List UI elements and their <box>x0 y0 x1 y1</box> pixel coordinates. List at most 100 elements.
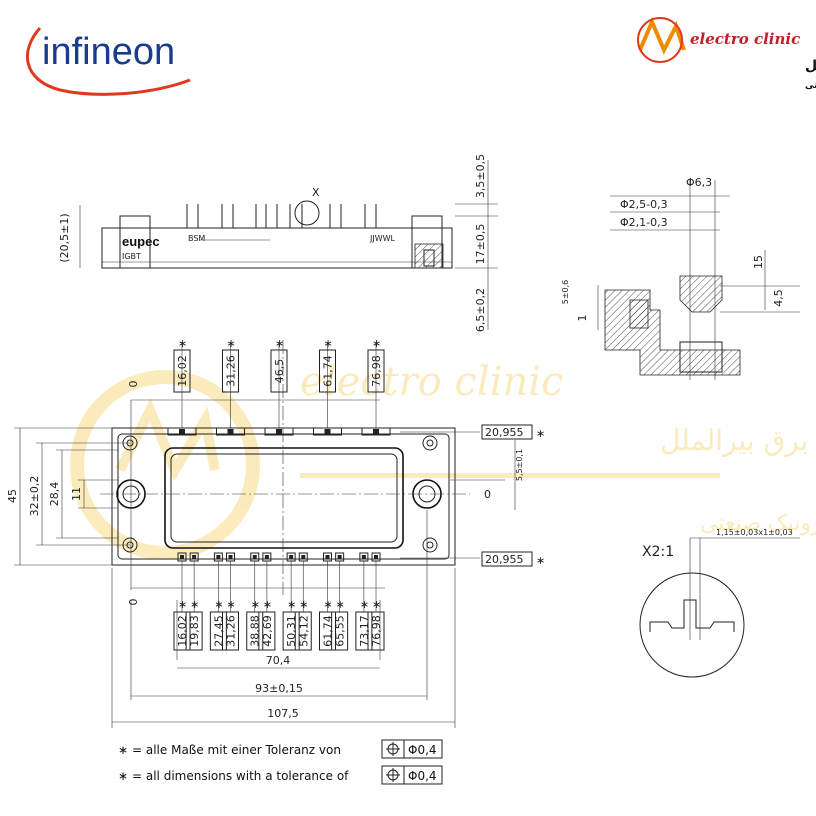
bottom-pin-label: 76,98 <box>370 615 383 647</box>
bottom-pin-label: 65,55 <box>334 615 347 647</box>
bottom-pin-dim: ∗ 65,55 <box>331 552 349 651</box>
infineon-logo: infineon <box>25 26 191 96</box>
detail-x-view: X2:1 1,15±0,03x1±0,03 <box>639 528 800 678</box>
terminal-detail: Φ6,3 Φ2,5-0,3 Φ2,1-0,3 15 4,5 5±0,6 1 <box>561 176 800 380</box>
detail-x-label: X2:1 <box>642 544 674 560</box>
bottom-pin-dim: ∗31,26 <box>221 552 239 651</box>
bottom-pin-label: 38,88 <box>249 615 262 647</box>
top-terminals: ∗ 16,02 ∗ 31,26 ∗ 46,5 ∗ 61,74 ∗ 76,98 <box>167 337 391 436</box>
bottom-pin-star: ∗ <box>336 598 345 611</box>
bottom-terminals: ∗16,02∗19,83∗27,45∗31,26∗38,88∗42,69∗50,… <box>173 552 385 651</box>
note-star-0: ∗ <box>118 743 128 757</box>
module-brand: eupec <box>122 234 160 249</box>
side-view: X eupec IGBT BSM JJWWL (20,5±1) 3,5±0,5 … <box>58 154 498 332</box>
inner-window <box>164 447 404 549</box>
watermark-text: electro clinic <box>300 359 563 405</box>
bottom-pin-label: 50,31 <box>285 615 298 647</box>
right-dim-center: 5,5±0,1 <box>515 449 524 481</box>
top-view: ∗16,02∗31,26∗46,5∗61,74∗76,98 ∗16,02∗19,… <box>6 337 545 728</box>
side-dim-height: (20,5±1) <box>58 213 71 262</box>
side-dim-body: 17±0,5 <box>474 224 487 265</box>
detail-d3: Φ2,1-0,3 <box>620 216 668 229</box>
watermark-tagline: کلینیک برق بیرالملل <box>660 424 816 457</box>
side-pins <box>186 204 377 228</box>
top-pin-star: ∗ <box>226 337 235 350</box>
top-pin-label: 61,74 <box>322 355 335 387</box>
detail-v2: 4,5 <box>772 289 785 307</box>
bottom-pin-dim: ∗ 42,69 <box>258 552 276 651</box>
top-pin-star: ∗ <box>275 337 284 350</box>
svg-text:∗: ∗ <box>536 427 545 440</box>
view-marker-x: X <box>312 186 320 199</box>
bottom-pin-star: ∗ <box>299 598 308 611</box>
top-pin-label: 16,02 <box>176 355 189 387</box>
bottom-pin-star: ∗ <box>324 598 333 611</box>
bottom-pin-label: 42,69 <box>261 615 274 647</box>
bottom-pin-star: ∗ <box>287 598 296 611</box>
right-dim-zero: 0 <box>484 488 491 501</box>
top-pin-star: ∗ <box>372 337 381 350</box>
note-tol-1: Φ0,4 <box>408 769 437 783</box>
svg-text:∗: ∗ <box>536 554 545 567</box>
note-text-1: = all dimensions with a tolerance of <box>132 769 349 783</box>
bottom-pin-star: ∗ <box>263 598 272 611</box>
note-tol-0: Φ0,4 <box>408 743 437 757</box>
top-pin-star: ∗ <box>324 337 333 350</box>
bottom-pin-star: ∗ <box>372 598 381 611</box>
side-dim-pin-top: 3,5±0,5 <box>474 154 487 198</box>
left-dim-inner: 28,4 <box>48 482 61 507</box>
infineon-swoosh-icon <box>25 26 191 96</box>
watermark-circle-icon <box>70 370 260 560</box>
top-pin-label: 76,98 <box>370 355 383 387</box>
top-pin-label: 46,5 <box>273 359 286 384</box>
bottom-pin-label: 19,83 <box>188 615 201 647</box>
bottom-pin-dim: ∗ 19,83 <box>185 552 203 651</box>
top-pin-star: ∗ <box>178 337 187 350</box>
bottom-pin-star: ∗ <box>214 598 223 611</box>
top-pin-dim: ∗ 46,5 <box>264 337 294 436</box>
bottom-dim-a: 70,4 <box>266 654 291 667</box>
bottom-pin-star: ∗ <box>226 598 235 611</box>
module-part-prefix: BSM <box>188 234 205 243</box>
bottom-pin-label: 73,17 <box>358 615 371 647</box>
module-type: IGBT <box>122 252 141 261</box>
left-dim-mid: 32±0,2 <box>28 476 41 517</box>
bottom-pin-label: 61,74 <box>322 615 335 647</box>
bottom-dim-c: 107,5 <box>267 707 299 720</box>
note-star-1: ∗ <box>118 769 128 783</box>
notes: ∗ = alle Maße mit einer Toleranz von Φ0,… <box>118 739 443 785</box>
partner-tagline: کلینیک برق بیرالملل <box>805 58 816 74</box>
bottom-pin-label: 16,02 <box>176 615 189 647</box>
top-pin-dim: ∗ 16,02 <box>167 337 197 436</box>
bottom-pin-label: 54,12 <box>297 615 310 647</box>
note-text-0: = alle Maße mit einer Toleranz von <box>132 743 341 757</box>
detail-x-dim: 1,15±0,03x1±0,03 <box>716 528 793 537</box>
bottom-pin-dim: ∗ 76,98 <box>367 552 385 651</box>
detail-v1: 15 <box>752 255 765 269</box>
partner-logo-text: electro clinic <box>690 30 800 48</box>
top-zero-label: 0 <box>127 381 140 388</box>
right-dim-top: 20,955 <box>485 426 524 439</box>
top-pin-label: 31,26 <box>224 355 237 387</box>
bottom-pin-star: ∗ <box>190 598 199 611</box>
infineon-logo-text: infineon <box>42 31 175 73</box>
bottom-zero-label: 0 <box>127 599 140 606</box>
partner-logo: electro clinic کلینیک برق بیرالملل واردا… <box>637 16 816 91</box>
bottom-pin-star: ∗ <box>251 598 260 611</box>
detail-v3: 5±0,6 <box>561 280 570 305</box>
watermark-bolt-icon <box>115 397 220 482</box>
top-pin-dim: ∗ 31,26 <box>215 337 245 436</box>
detail-v4: 1 <box>576 315 589 322</box>
watermark-bar <box>300 473 720 478</box>
detail-d2: Φ2,5-0,3 <box>620 198 668 211</box>
bottom-dim-b: 93±0,15 <box>255 682 303 695</box>
left-dim-overall: 45 <box>6 489 19 503</box>
partner-bolt-icon <box>638 16 686 55</box>
bottom-pin-star: ∗ <box>178 598 187 611</box>
bottom-pin-star: ∗ <box>360 598 369 611</box>
right-dim-bottom: 20,955 <box>485 553 524 566</box>
watermark: electro clinic کلینیک برق بیرالملل واردا… <box>70 359 816 560</box>
left-dim-small: 11 <box>70 487 83 501</box>
partner-ring-icon <box>637 17 683 63</box>
